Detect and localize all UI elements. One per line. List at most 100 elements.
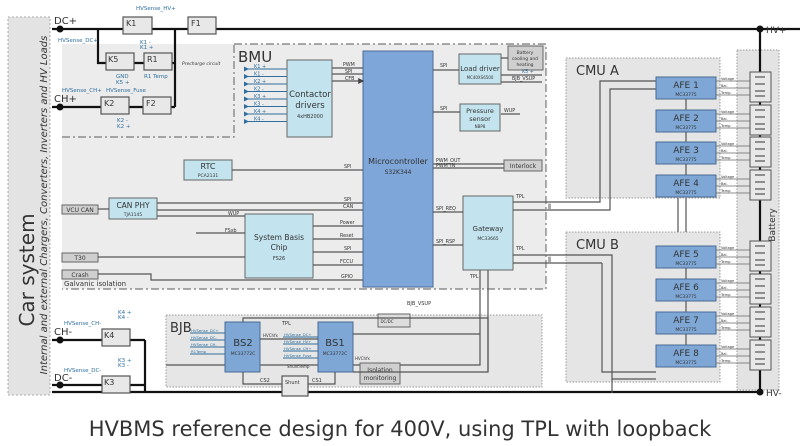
svg-text:Reset: Reset [340,233,354,239]
car-system-title: Car system [15,213,39,326]
afe-signal-label: Bal. [721,319,728,323]
can-phy-block: CAN PHY TJA1145 [108,197,158,220]
svg-text:WUP: WUP [504,108,515,114]
battery-cell-module [749,71,772,103]
bs2-input-label: R1Temp [191,349,207,354]
svg-text:K2 +: K2 + [117,124,131,130]
svg-text:K4: K4 [104,331,114,340]
bs2-input-label: HVSense_DC+ [191,328,219,333]
svg-text:SPI: SPI [344,197,351,203]
svg-text:FS26: FS26 [273,256,285,262]
svg-text:MC40XS6500: MC40XS6500 [467,75,494,80]
svg-text:CAN PHY: CAN PHY [116,201,150,210]
battery-cooling-block: Battery cooling and heating [507,45,544,71]
svg-text:DC/DC: DC/DC [380,319,393,324]
car-system-subtitle: Internal and external Chargers, Converte… [39,36,50,375]
svg-text:Load driver: Load driver [460,65,500,73]
hv-sense-labels: HVSense_HV+ HVSense_DC+ K1 - K1 + GND K5… [58,6,176,374]
svg-text:PCA2131: PCA2131 [198,173,219,179]
contactor-signal-label: K3 - [254,102,264,108]
svg-text:HVSense_DC-: HVSense_DC- [64,368,101,374]
afe-signal-label: Temp. [720,124,731,128]
bmu-border [62,43,547,290]
svg-text:TPL: TPL [469,274,479,280]
svg-text:Isolation: Isolation [367,367,393,374]
svg-text:T30: T30 [73,255,85,262]
svg-text:AFE 4: AFE 4 [673,179,699,189]
terminal-dc-minus: DC- [54,373,73,384]
svg-text:K2: K2 [104,99,114,108]
svg-text:TPL: TPL [515,194,525,200]
svg-text:SPI_RSP: SPI_RSP [436,239,455,245]
svg-text:K3 +: K3 + [118,358,132,364]
crash-connector: Crash [61,269,99,280]
contactor-signal-label: K4 - [254,117,264,123]
svg-text:AFE 3: AFE 3 [673,146,699,156]
contactor-signal-label: K4 + [254,109,266,115]
svg-text:MC33775: MC33775 [675,261,696,267]
svg-text:sensor: sensor [469,115,491,123]
svg-text:Shunt: Shunt [285,380,300,386]
bs2-input-label: HVSense_CH- [191,342,217,347]
svg-text:R1 Temp: R1 Temp [144,74,168,80]
battery-cell-module [749,306,772,338]
bs2-block: BS2 MC33772C [224,321,261,373]
interlock-block: Interlock [503,159,543,172]
svg-text:K1 -: K1 - [140,40,151,46]
vcu-can-connector: VCU CAN [61,204,99,215]
svg-text:cooling and: cooling and [512,56,538,62]
terminal-hv-plus: HV+ [766,26,786,36]
svg-text:PWM: PWM [343,62,355,68]
battery-title: Battery [768,208,778,242]
bjb-title: BJB [170,321,192,336]
svg-text:K1 +: K1 + [140,45,154,51]
svg-text:K1: K1 [126,19,136,28]
microcontroller-block: Microcontroller S32K344 [362,50,434,288]
bs1-input-label: HVSense_CH+ [284,346,312,351]
svg-text:FSxb: FSxb [225,228,237,234]
afe-signal-label: Bal. [721,182,728,186]
load-driver-block: Load driver MC40XS6500 [458,53,502,85]
cmu-b-title: CMU B [576,238,619,253]
svg-text:VCU CAN: VCU CAN [66,207,93,214]
svg-text:SPI: SPI [345,69,352,75]
svg-text:MC33775: MC33775 [675,294,696,300]
svg-text:BS1: BS1 [325,338,344,349]
afe-signal-label: Temp. [720,189,731,193]
svg-text:HVSense_CH-: HVSense_CH- [64,321,101,327]
svg-text:S32K344: S32K344 [385,169,412,176]
svg-text:AFE 5: AFE 5 [673,250,699,260]
svg-text:Crash: Crash [71,272,88,279]
resistor-r1: R1 [143,52,173,71]
contactor-signal-label: K1 + [254,64,266,70]
svg-text:FCCU: FCCU [340,259,353,265]
svg-text:GND: GND [116,74,129,80]
svg-text:SPI: SPI [440,63,447,69]
car-system-panel: Car system Internal and external Charger… [7,16,51,396]
afe-signal-label: Temp. [720,326,731,330]
battery-cell-module [749,240,772,272]
svg-text:K5: K5 [108,55,118,64]
svg-text:MC33665: MC33665 [477,236,498,242]
svg-text:HVChfx: HVChfx [355,356,370,361]
svg-text:MC33775: MC33775 [675,327,696,333]
svg-text:AFE 6: AFE 6 [673,283,699,293]
svg-text:heating: heating [516,62,533,68]
svg-text:TJA1145: TJA1145 [123,212,143,218]
terminal-hv-minus: HV- [766,389,782,399]
svg-text:drivers: drivers [295,101,325,111]
afe-signal-label: Voltage [721,110,734,114]
svg-text:K3: K3 [104,378,114,387]
svg-text:HVChfx: HVChfx [263,333,278,338]
fuse-f1: F1 [187,16,217,35]
afe-signal-label: Bal. [721,352,728,356]
afe-signal-label: Bal. [721,149,728,153]
svg-text:MC33775: MC33775 [675,157,696,163]
pressure-sensor-block: Pressure sensor NBP8 [459,103,501,132]
contactor-k5: K5 [105,52,135,71]
